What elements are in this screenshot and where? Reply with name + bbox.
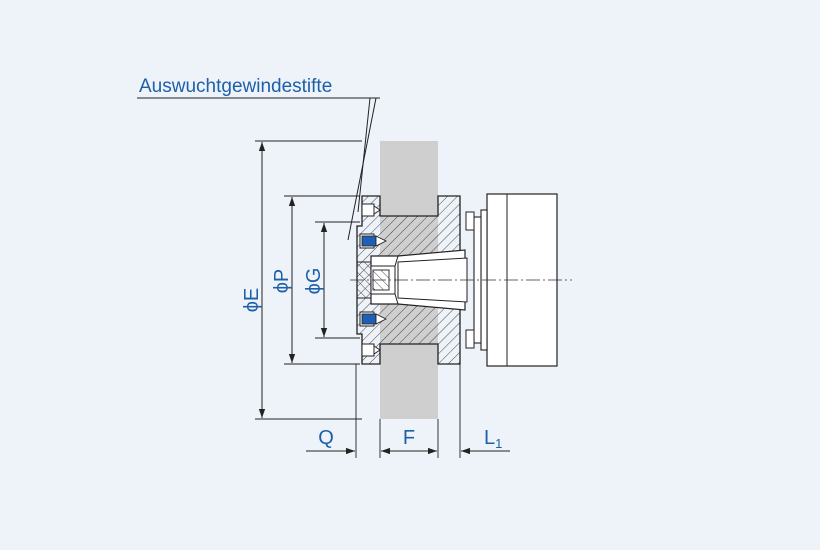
dim-label-g: ϕG bbox=[303, 268, 325, 295]
dim-label-f: F bbox=[403, 427, 415, 449]
extension-lines bbox=[255, 140, 461, 458]
dim-label-p: ϕP bbox=[271, 269, 293, 294]
balancing-screw-bottom bbox=[359, 311, 388, 327]
dim-label-l1-main: L bbox=[484, 427, 495, 449]
dim-label-q: Q bbox=[318, 427, 334, 449]
clamping-hub bbox=[356, 195, 468, 365]
callout-label: Auswuchtgewindestifte bbox=[139, 76, 332, 97]
dim-label-l1-sub: 1 bbox=[495, 436, 502, 451]
dim-label-l1: L1 bbox=[484, 427, 502, 451]
dim-label-e: ϕE bbox=[241, 288, 263, 313]
counterbore-holes bbox=[361, 203, 381, 357]
callout-leader bbox=[137, 97, 380, 241]
balancing-screw-top bbox=[359, 233, 388, 249]
